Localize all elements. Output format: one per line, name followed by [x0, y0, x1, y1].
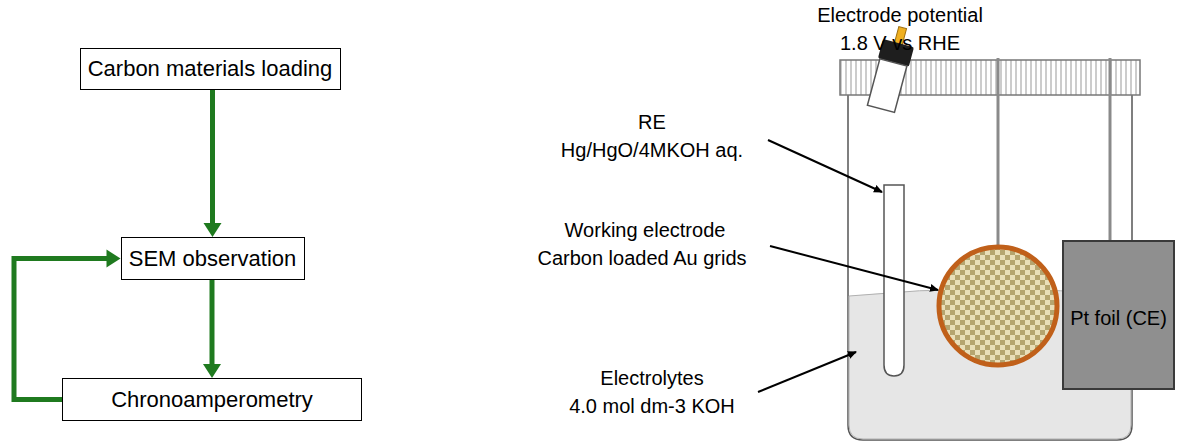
- annotation-label: 1.8 V vs RHE: [840, 31, 960, 55]
- wire: [1109, 58, 1112, 242]
- arrow-head: [107, 250, 121, 268]
- annotation-label: RE: [638, 110, 666, 134]
- node-text: Carbon materials loading: [88, 56, 333, 82]
- flow-arrow: [210, 280, 215, 366]
- counter-electrode: Pt foil (CE): [1062, 240, 1175, 390]
- annotation-label: Carbon loaded Au grids: [537, 246, 746, 270]
- annotation-label: Electrode potential: [817, 3, 983, 27]
- working-electrode: [939, 247, 1057, 365]
- annotation-label: Working electrode: [565, 218, 726, 242]
- flow-arrow: [210, 90, 215, 225]
- annotation-label: 4.0 mol dm-3 KOH: [569, 394, 735, 418]
- node-text: SEM observation: [129, 246, 297, 272]
- node-text: Pt foil (CE): [1070, 306, 1167, 330]
- annotation-label: Electrolytes: [600, 366, 703, 390]
- arrow-head: [204, 223, 222, 237]
- arrow-head: [203, 364, 221, 378]
- process-box: Chronoamperometry: [62, 378, 362, 421]
- annotation-label: Hg/HgO/4MKOH aq.: [561, 138, 743, 162]
- process-box: Carbon materials loading: [80, 48, 341, 90]
- process-box: SEM observation: [121, 237, 305, 280]
- wire: [997, 58, 1000, 246]
- leader-arrow: [770, 246, 938, 290]
- node-text: Chronoamperometry: [111, 387, 313, 413]
- leader-arrow: [758, 352, 856, 392]
- electrode-body: [867, 59, 906, 113]
- leader-arrow: [768, 140, 882, 192]
